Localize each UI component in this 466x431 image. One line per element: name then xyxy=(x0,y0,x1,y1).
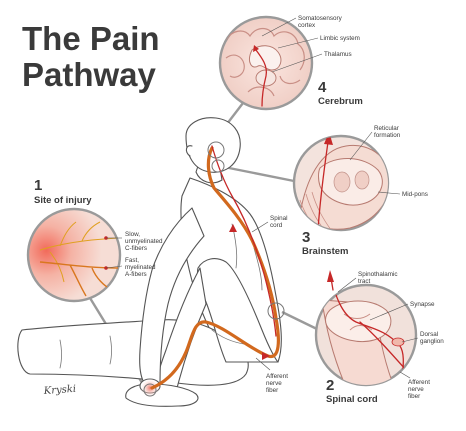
label-afferent-inset-2: nerve xyxy=(408,386,424,393)
label-mid-pons: Mid-pons xyxy=(402,191,428,198)
label-thalamus: Thalamus xyxy=(324,51,352,58)
label-spinal-cord-2: cord xyxy=(270,222,283,229)
cord-pathway-red xyxy=(331,285,404,381)
label-afferent-body-3: fiber xyxy=(266,387,278,394)
connector-brainstem xyxy=(223,165,295,183)
pons-nucleus-left xyxy=(333,171,351,193)
figure-ear xyxy=(185,145,193,157)
connector-spinal-cord xyxy=(281,310,320,332)
label-fast-fibers-1: Fast, xyxy=(125,257,139,264)
figure-foot xyxy=(125,383,199,407)
body-nerve-pathway xyxy=(150,141,285,390)
figure-left-leg xyxy=(17,319,249,386)
label-spinothalamic-tract-2: tract xyxy=(358,278,370,285)
cord-section xyxy=(325,300,392,343)
label-reticular-formation-2: formation xyxy=(374,132,401,139)
label-somatosensory-cortex-1: Somatosensory xyxy=(298,15,343,22)
artist-signature: Kryski xyxy=(42,384,76,397)
figure-folds xyxy=(59,223,263,369)
title-line-2: Pathway xyxy=(22,56,157,93)
stage-3-label: Brainstem xyxy=(302,246,348,257)
spine-marker xyxy=(267,302,285,320)
ankle-injury-glow xyxy=(140,378,160,398)
stage-1-number: 1 xyxy=(34,177,42,194)
arrow-leg xyxy=(262,352,270,360)
label-spinal-cord-1: Spinal xyxy=(270,215,288,222)
label-afferent-body-1: Afferent xyxy=(266,373,288,380)
inset-spinal-cord: 2 Spinal cord Spinothalamic tract Synaps… xyxy=(314,270,444,405)
slow-c-fibers xyxy=(39,221,119,283)
inset-site-of-injury: 1 Site of injury Slow, unmyelinated C-fi… xyxy=(26,177,163,303)
brain-gyri xyxy=(225,27,305,97)
label-slow-fibers-2: unmyelinated xyxy=(125,238,163,245)
label-dorsal-ganglion-1: Dorsal xyxy=(420,331,438,338)
stage-2-label: Spinal cord xyxy=(326,394,378,405)
pons-nucleus-right xyxy=(354,170,370,190)
label-afferent-inset-1: Afferent xyxy=(408,379,430,386)
label-slow-fibers-3: C-fibers xyxy=(125,245,147,252)
body-nerve-orange xyxy=(150,146,280,390)
label-limbic-system: Limbic system xyxy=(320,35,360,42)
brainstem-cut xyxy=(318,157,383,206)
cord-afferent-red xyxy=(359,321,407,371)
label-reticular-formation-1: Reticular xyxy=(374,125,399,132)
brainstem-pathway-red xyxy=(317,141,329,230)
title-line-1: The Pain xyxy=(22,20,160,57)
figure-arm xyxy=(139,207,205,387)
stage-4-number: 4 xyxy=(318,79,327,96)
stage-4-label: Cerebrum xyxy=(318,96,363,107)
label-somatosensory-cortex-2: cortex xyxy=(298,22,316,29)
figure-head xyxy=(185,117,241,173)
inset-brainstem: 3 Brainstem Reticular formation Mid-pons xyxy=(292,125,428,257)
label-synapse: Synapse xyxy=(410,301,435,308)
label-dorsal-ganglion-2: ganglion xyxy=(420,338,444,345)
dorsal-ganglion-shape xyxy=(391,337,405,347)
brainstem-marker xyxy=(211,159,225,173)
arrow-up-spine xyxy=(229,224,237,232)
label-fast-fibers-3: A-fibers xyxy=(125,271,147,278)
title: The Pain Pathway xyxy=(22,20,160,93)
cord-grey-matter xyxy=(343,313,373,331)
label-slow-fibers-1: Slow, xyxy=(125,231,140,238)
stage-1-label: Site of injury xyxy=(34,195,92,206)
body-labels: Spinal cord Afferent nerve fiber xyxy=(251,215,288,394)
brain-pathway-red xyxy=(255,49,268,107)
stage-2-number: 2 xyxy=(326,377,334,394)
ankle-marker xyxy=(143,383,157,397)
stage-3-number: 3 xyxy=(302,229,310,246)
inset-cerebrum: 4 Cerebrum Somatosensory cortex Limbic s… xyxy=(218,15,363,111)
arrow-spinothalamic xyxy=(327,270,334,282)
label-afferent-inset-3: fiber xyxy=(408,393,420,400)
label-afferent-body-2: nerve xyxy=(266,380,282,387)
brain-marker xyxy=(207,141,225,159)
figure-right-thigh xyxy=(196,258,279,363)
label-fast-fibers-2: myelinated xyxy=(125,264,156,271)
label-spinothalamic-tract-1: Spinothalamic xyxy=(358,271,398,278)
